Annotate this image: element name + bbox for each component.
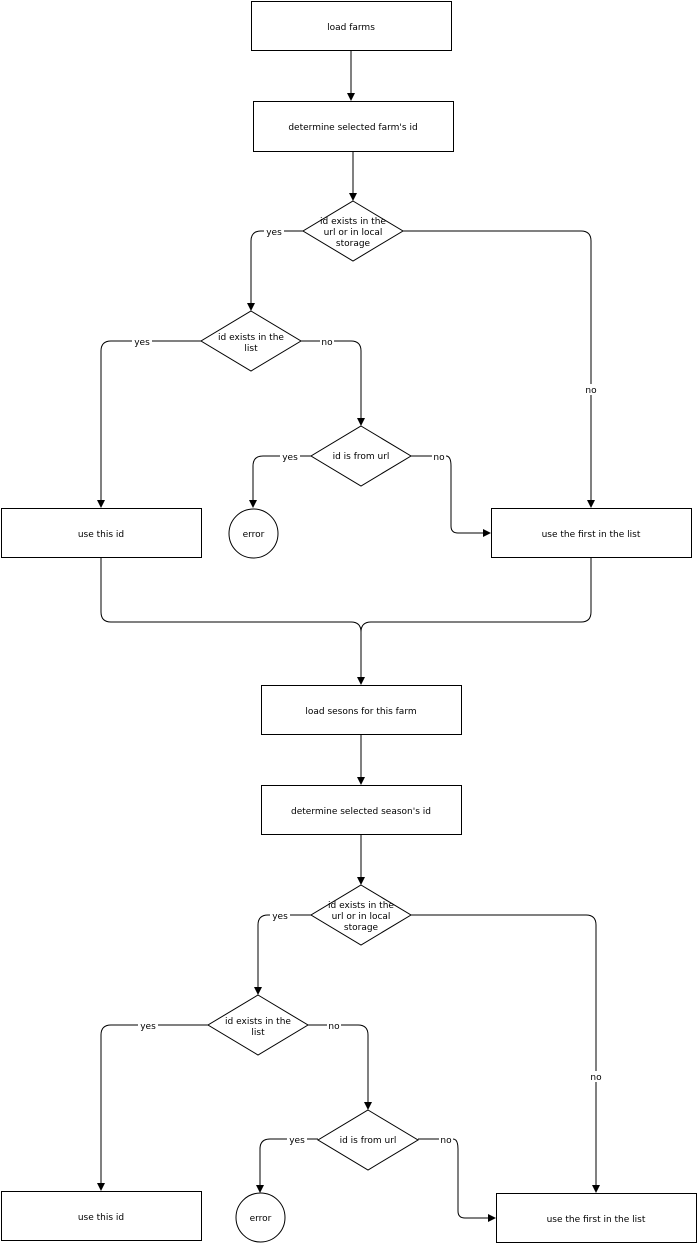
label-season-url-yes: yes bbox=[289, 1136, 305, 1146]
node-farm-use-this-id-label: use this id bbox=[78, 530, 124, 540]
decision-farm-id-in-list-line-1: id exists in the bbox=[218, 333, 284, 343]
label-url-no: no bbox=[433, 453, 445, 463]
decision-season-id-exists-store-line-2: url or in local bbox=[332, 912, 391, 922]
label-store-yes: yes bbox=[266, 228, 282, 238]
decision-farm-id-from-url: id is from url bbox=[310, 425, 412, 487]
node-farm-use-first-label: use the first in the list bbox=[542, 530, 641, 540]
decision-farm-id-exists-store: id exists in the url or in local storage bbox=[302, 200, 404, 262]
edge-season-url-no bbox=[418, 1138, 496, 1222]
decision-season-id-from-url-label: id is from url bbox=[340, 1136, 397, 1146]
node-load-seasons: load sesons for this farm bbox=[261, 685, 462, 735]
node-determine-farm-id-label: determine selected farm's id bbox=[288, 123, 417, 133]
edge-first-merge bbox=[357, 558, 592, 685]
node-season-error-label: error bbox=[250, 1214, 272, 1224]
node-farm-use-first: use the first in the list bbox=[491, 508, 692, 558]
node-determine-farm-id: determine selected farm's id bbox=[253, 101, 454, 152]
node-farm-error-label: error bbox=[243, 530, 265, 540]
decision-season-id-in-list-line-2: list bbox=[251, 1028, 265, 1038]
decision-season-id-exists-store-line-3: storage bbox=[344, 923, 379, 933]
node-season-use-first-label: use the first in the list bbox=[547, 1215, 646, 1225]
label-store-no: no bbox=[585, 386, 597, 396]
decision-farm-id-in-list: id exists in the list bbox=[200, 310, 302, 372]
node-season-use-this-id-label: use this id bbox=[78, 1213, 124, 1223]
decision-farm-id-exists-store-line-1: id exists in the bbox=[320, 217, 386, 227]
edge-list-no bbox=[301, 340, 365, 426]
decision-farm-id-from-url-label: id is from url bbox=[333, 452, 390, 462]
label-season-store-yes: yes bbox=[272, 912, 288, 922]
node-farm-use-this-id: use this id bbox=[1, 508, 202, 558]
edge-season-url-yes bbox=[256, 1138, 318, 1193]
edge-store-no bbox=[403, 230, 595, 508]
edge-store-yes bbox=[247, 230, 303, 311]
edge-url-no bbox=[411, 455, 491, 537]
label-season-store-no: no bbox=[590, 1073, 602, 1083]
decision-farm-id-exists-store-line-3: storage bbox=[336, 239, 371, 249]
decision-season-id-exists-store-line-1: id exists in the bbox=[328, 901, 394, 911]
edge-url-yes bbox=[249, 455, 311, 508]
node-season-use-this-id: use this id bbox=[1, 1191, 202, 1241]
decision-season-id-in-list-line-1: id exists in the bbox=[225, 1017, 291, 1027]
label-url-yes: yes bbox=[282, 453, 298, 463]
label-list-yes: yes bbox=[134, 338, 150, 348]
label-season-list-no: no bbox=[328, 1022, 340, 1032]
decision-farm-id-in-list-line-2: list bbox=[244, 344, 258, 354]
edge-season-store-yes bbox=[254, 914, 311, 995]
edge-labels: yes no yes no yes no yes no yes no yes n… bbox=[132, 226, 603, 1146]
edge-season-store-no bbox=[411, 914, 600, 1193]
decision-farm-id-exists-store-line-2: url or in local bbox=[324, 228, 383, 238]
decision-season-id-from-url: id is from url bbox=[317, 1109, 419, 1171]
node-season-error: error bbox=[235, 1192, 286, 1243]
label-list-no: no bbox=[321, 338, 333, 348]
node-load-farms: load farms bbox=[251, 1, 452, 51]
edge-use-id-merge bbox=[100, 558, 362, 633]
node-determine-season-id: determine selected season's id bbox=[261, 785, 462, 835]
edges bbox=[97, 51, 600, 1222]
label-season-url-no: no bbox=[440, 1136, 452, 1146]
label-season-list-yes: yes bbox=[140, 1022, 156, 1032]
node-load-seasons-label: load sesons for this farm bbox=[305, 707, 416, 717]
node-determine-season-id-label: determine selected season's id bbox=[291, 807, 431, 817]
decision-season-id-exists-store: id exists in the url or in local storage bbox=[310, 884, 412, 946]
decision-season-id-in-list: id exists in the list bbox=[207, 994, 309, 1056]
edge-season-list-no bbox=[308, 1024, 372, 1110]
edge-list-yes bbox=[97, 340, 201, 508]
edge-season-list-yes bbox=[97, 1024, 208, 1191]
node-season-use-first: use the first in the list bbox=[496, 1193, 697, 1243]
node-load-farms-label: load farms bbox=[327, 23, 375, 33]
node-farm-error: error bbox=[228, 508, 279, 559]
